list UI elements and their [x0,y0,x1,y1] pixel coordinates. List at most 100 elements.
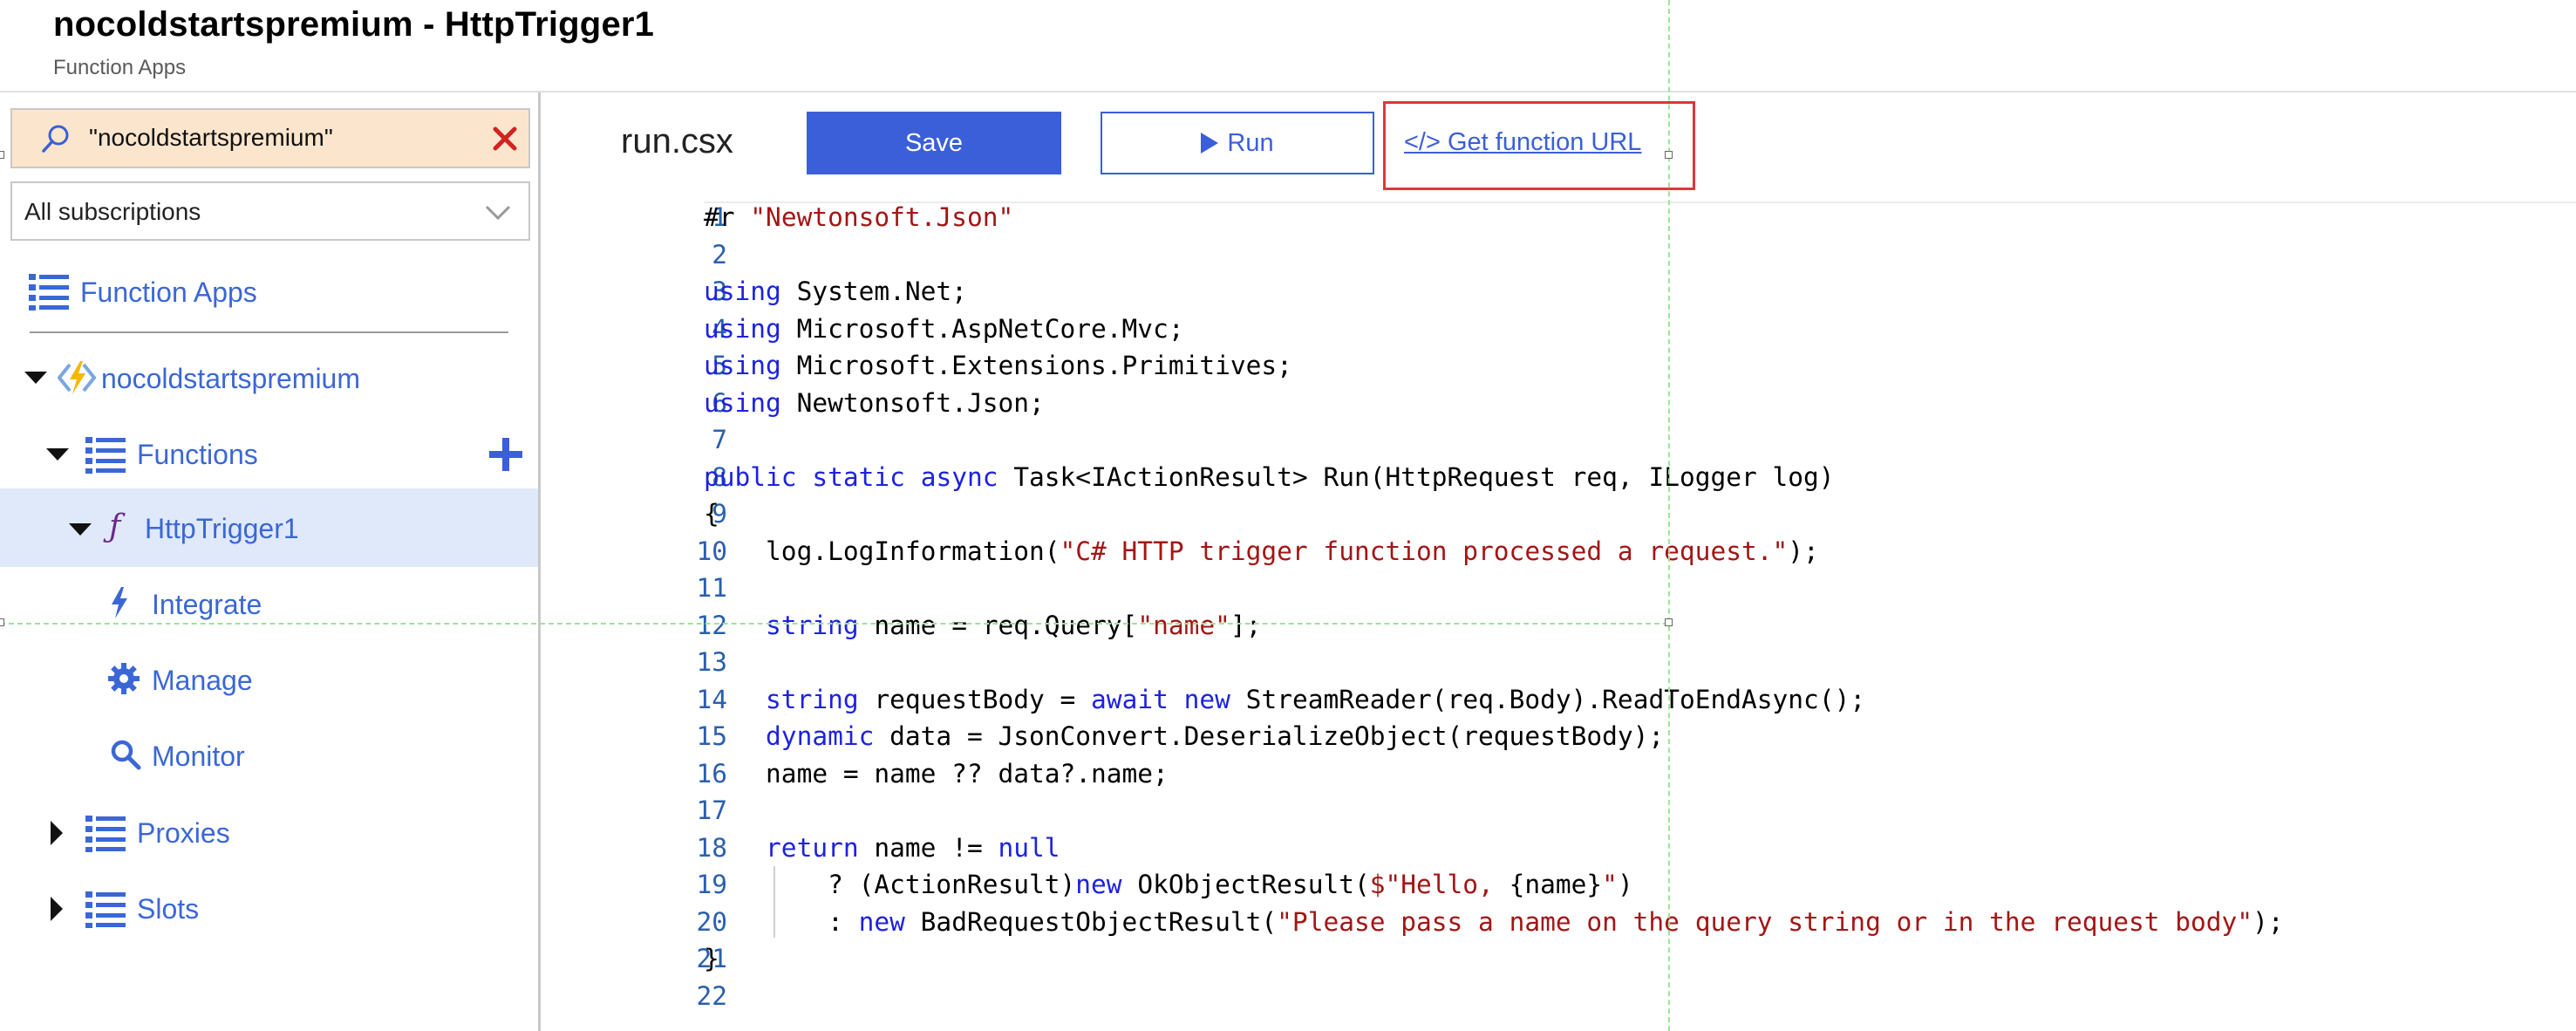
line-number: 2 [712,239,727,270]
code-line[interactable]: #r "Newtonsoft.Json" [704,202,1013,232]
subscription-select[interactable]: All subscriptions [10,181,530,241]
code-text [704,833,766,863]
code-text: log.LogInformation( [704,536,1060,566]
list-icon [85,891,126,928]
save-button[interactable]: Save [807,112,1061,174]
code-line[interactable]: { [704,499,719,529]
code-text: StreamReader(req.Body).ReadToEndAsync(); [1230,684,1866,714]
search-icon [111,740,141,770]
chevron-down-icon [485,205,511,221]
line-number: 16 [696,758,727,789]
code-line[interactable]: log.LogInformation("C# HTTP trigger func… [704,536,1819,566]
code-string: "Please pass a name on the query string … [1277,906,2253,937]
get-function-url-link[interactable]: </> Get function URL [1404,128,1642,156]
search-input[interactable]: "nocoldstartspremium" [89,124,333,151]
sidebar-item-monitor[interactable]: Monitor [0,725,538,786]
code-keyword: using [704,387,781,418]
code-text: ); [2252,906,2284,937]
line-number: 22 [696,980,727,1011]
function-app-icon [58,361,96,394]
code-keyword: return [766,832,859,863]
code-line[interactable]: string name = req.Query["name"]; [704,611,1261,640]
code-line[interactable]: name = name ?? data?.name; [704,759,1169,789]
save-button-label: Save [904,128,964,157]
code-string: $"Hello, [1369,870,1509,899]
line-number: 19 [696,870,727,899]
sidebar-item-label: Function Apps [80,277,257,308]
code-line[interactable]: : new BadRequestObjectResult("Please pas… [704,907,2284,937]
sidebar-item-label: Slots [137,893,200,925]
line-number: 14 [696,684,727,714]
sidebar-item-label: Functions [137,439,258,470]
clear-search-icon[interactable] [490,124,520,154]
code-line[interactable]: public static async Task<IActionResult> … [704,462,1835,492]
line-number: 21 [696,944,727,973]
line-number: 7 [712,425,727,454]
code-keyword: string [766,610,859,640]
line-number: 10 [696,536,727,566]
divider [30,331,508,333]
search-box[interactable]: "nocoldstartspremium" [10,108,530,168]
resize-handle[interactable] [1665,618,1673,626]
code-text: name != [858,832,998,863]
code-keyword: new [1183,684,1230,714]
caret-down-icon[interactable] [46,448,69,462]
code-line[interactable]: dynamic data = JsonConvert.DeserializeOb… [704,721,1664,751]
line-number: 20 [696,906,727,937]
selected-item-highlight [0,488,538,567]
run-button[interactable]: Run [1101,112,1374,174]
code-line[interactable]: string requestBody = await new StreamRea… [704,685,1865,714]
resize-handle[interactable] [0,618,4,626]
caret-down-icon[interactable] [24,372,47,386]
sidebar-item-proxies[interactable]: Proxies [0,802,538,863]
sidebar-item-manage[interactable]: Manage [0,649,538,710]
code-text [704,685,766,714]
code-line[interactable]: using Microsoft.AspNetCore.Mvc; [704,314,1184,344]
resize-handle[interactable] [0,151,4,159]
code-line[interactable]: using System.Net; [704,277,967,306]
code-keyword: string [766,684,859,714]
code-keyword: dynamic [766,721,875,751]
add-function-icon[interactable] [489,438,522,471]
editor-top-border [704,201,2576,203]
resize-handle[interactable] [1665,151,1673,159]
code-text: ? (ActionResult) [704,870,1076,899]
line-number: 3 [712,277,727,306]
code-text: name = name ?? data?.name; [704,758,1169,789]
caret-down-icon[interactable] [69,523,92,537]
sidebar-item-function-apps[interactable]: Function Apps [0,260,538,321]
sidebar-item-functions[interactable]: Functions [0,423,538,484]
code-keyword: using [704,277,781,306]
code-keyword: await [1091,684,1169,714]
code-keyword: using [704,313,781,344]
code-line[interactable]: } [704,944,719,973]
caret-right-icon[interactable] [51,897,65,921]
sidebar-item-slots[interactable]: Slots [0,877,538,939]
list-icon [85,816,126,852]
code-text: Microsoft.AspNetCore.Mvc; [780,313,1184,344]
code-keyword: null [998,832,1060,863]
sidebar-item-httptrigger[interactable]: ƒ HttpTrigger1 [0,497,538,558]
code-string: "Newtonsoft.Json" [750,202,1014,232]
sidebar-item-label: Integrate [152,589,262,620]
code-line[interactable]: using Microsoft.Extensions.Primitives; [704,351,1292,380]
code-line[interactable]: return name != null [704,833,1060,863]
caret-right-icon[interactable] [51,821,65,845]
page-title: nocoldstartspremium - HttpTrigger1 [53,5,655,44]
code-text: data = JsonConvert.DeserializeObject(req… [874,721,1665,751]
code-text [1169,685,1184,714]
code-text: name = req.Query[ [858,610,1138,640]
code-string: "C# HTTP trigger function processed a re… [1060,536,1789,566]
indent-guide [773,866,775,938]
code-text: #r [704,202,751,232]
code-text: requestBody = [858,684,1092,714]
sidebar-item-app[interactable]: nocoldstartspremium [0,347,538,408]
sidebar-item-integrate[interactable]: Integrate [0,573,538,634]
function-icon: ƒ [109,509,121,544]
code-line[interactable]: ? (ActionResult)new OkObjectResult($"Hel… [704,870,1633,899]
line-number: 17 [696,795,727,825]
code-line[interactable]: using Newtonsoft.Json; [704,388,1045,418]
gear-icon [108,663,140,694]
code-text: OkObjectResult( [1121,870,1370,899]
code-text: { [704,499,719,529]
